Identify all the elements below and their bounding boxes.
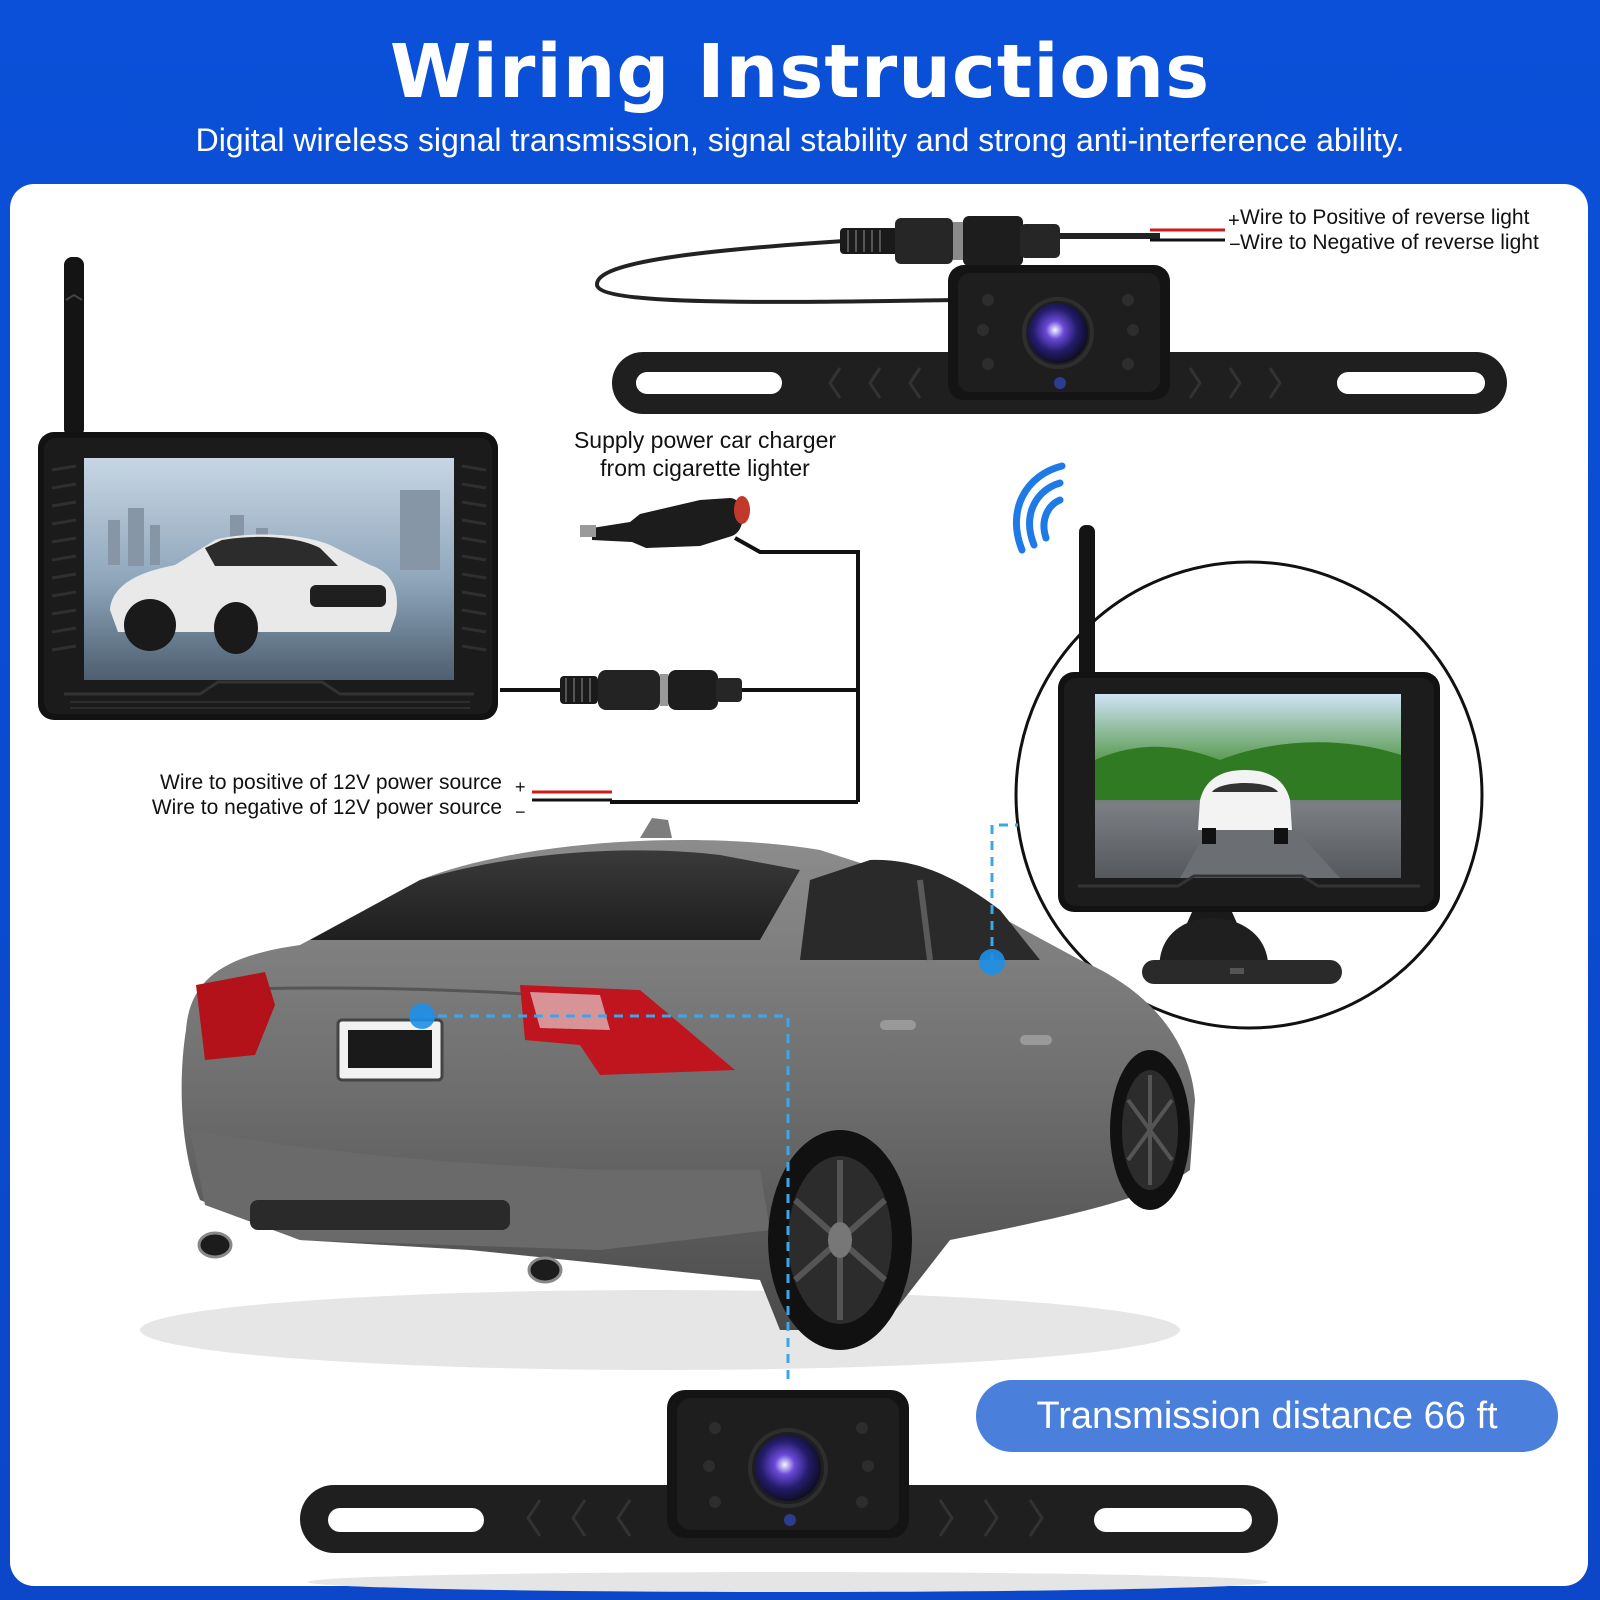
wifi-signal-icon <box>1013 462 1066 554</box>
power-negative-label: Wire to negative of 12V power source <box>151 796 502 819</box>
rear-wheel <box>768 1130 912 1350</box>
top-backup-camera <box>595 216 1507 414</box>
reverse-negative-label: Wire to Negative of reverse light <box>1240 231 1539 254</box>
signal-path <box>422 823 1018 1385</box>
bottom-ir-led-icon <box>703 1422 874 1508</box>
minus-sign: − <box>1229 234 1241 256</box>
transmission-distance-badge: Transmission distance 66 ft <box>976 1380 1558 1452</box>
camera-lens-icon <box>1028 303 1088 363</box>
charger-label: Supply power car charger from cigarette … <box>540 426 870 482</box>
car-charger-icon <box>580 496 860 554</box>
camera-connector <box>840 216 1160 266</box>
power-positive-label: Wire to positive of 12V power source <box>160 771 502 794</box>
power-wires <box>500 552 860 804</box>
power-minus-sign: − <box>515 802 526 822</box>
bottom-backup-camera <box>300 1390 1278 1592</box>
reverse-positive-label: Wire to Positive of reverse light <box>1240 206 1530 229</box>
power-plus-sign: + <box>515 777 526 797</box>
page-subtitle: Digital wireless signal transmission, si… <box>195 122 1405 158</box>
antenna-icon <box>64 257 84 437</box>
charger-label-line2: from cigarette lighter <box>600 455 810 481</box>
power-connector <box>560 670 742 710</box>
camera-cable <box>595 238 961 304</box>
monitor-location-dot <box>979 949 1005 975</box>
page-title: Wiring Instructions <box>389 29 1211 115</box>
plus-sign: + <box>1228 210 1240 232</box>
ir-led-icon <box>977 294 1139 370</box>
inset-antenna-icon <box>1079 525 1095 685</box>
sedan-car <box>140 818 1195 1370</box>
camera-location-dot <box>409 1003 435 1029</box>
bottom-camera-lens-icon <box>755 1435 821 1501</box>
charger-label-line1: Supply power car charger <box>573 427 837 453</box>
front-wheel <box>1110 1050 1190 1210</box>
monitor-inset <box>1013 462 1484 1030</box>
left-monitor <box>38 257 498 720</box>
